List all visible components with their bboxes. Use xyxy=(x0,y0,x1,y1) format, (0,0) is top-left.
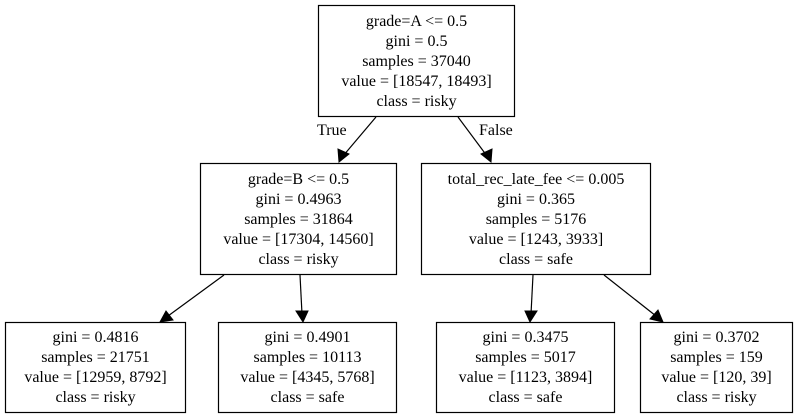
node-value: value = [1243, 3933] xyxy=(469,231,603,248)
edge-root-right: False xyxy=(457,116,513,163)
node-value: value = [120, 39] xyxy=(661,369,771,386)
edge-right-leaf-3 xyxy=(524,274,538,324)
tree-node-right: total_rec_late_fee <= 0.005 gini = 0.365… xyxy=(420,162,652,276)
node-samples: samples = 10113 xyxy=(254,349,362,366)
node-gini: gini = 0.4963 xyxy=(256,191,342,208)
tree-node-leaf-1: gini = 0.4816 samples = 21751 value = [1… xyxy=(4,321,187,414)
node-class: class = risky xyxy=(376,93,456,110)
node-samples: samples = 159 xyxy=(670,349,763,366)
node-split-rule: total_rec_late_fee <= 0.005 xyxy=(448,171,625,188)
node-samples: samples = 37040 xyxy=(362,53,471,70)
tree-node-leaf-2: gini = 0.4901 samples = 10113 value = [4… xyxy=(217,321,398,414)
tree-node-left: grade=B <= 0.5 gini = 0.4963 samples = 3… xyxy=(199,162,398,276)
edge-left-leaf-1 xyxy=(159,274,225,323)
node-value: value = [12959, 8792] xyxy=(24,369,166,386)
edge-left-leaf-2 xyxy=(295,274,309,324)
tree-node-root: grade=A <= 0.5 gini = 0.5 samples = 3704… xyxy=(317,4,516,118)
edge-right-leaf-4 xyxy=(603,274,664,323)
node-samples: samples = 5176 xyxy=(486,211,587,228)
node-class: class = risky xyxy=(676,389,756,406)
node-class: class = risky xyxy=(258,251,338,268)
node-gini: gini = 0.365 xyxy=(497,191,575,208)
node-value: value = [4345, 5768] xyxy=(240,369,374,386)
node-gini: gini = 0.3702 xyxy=(674,329,760,346)
node-split-rule: grade=A <= 0.5 xyxy=(366,13,467,30)
node-gini: gini = 0.5 xyxy=(386,33,448,50)
node-value: value = [18547, 18493] xyxy=(341,73,491,90)
tree-node-leaf-4: gini = 0.3702 samples = 159 value = [120… xyxy=(639,321,794,414)
node-samples: samples = 21751 xyxy=(41,349,150,366)
node-samples: samples = 5017 xyxy=(475,349,576,366)
node-value: value = [17304, 14560] xyxy=(223,231,373,248)
edge-label-false: False xyxy=(479,122,513,139)
node-gini: gini = 0.3475 xyxy=(483,329,569,346)
node-class: class = safe xyxy=(489,389,563,406)
node-gini: gini = 0.4816 xyxy=(53,329,139,346)
tree-node-leaf-3: gini = 0.3475 samples = 5017 value = [11… xyxy=(435,321,616,414)
edge-label-true: True xyxy=(317,122,347,139)
node-class: class = safe xyxy=(499,251,573,268)
node-class: class = safe xyxy=(271,389,345,406)
tree-edges: True False xyxy=(159,116,664,324)
node-class: class = risky xyxy=(55,389,135,406)
node-split-rule: grade=B <= 0.5 xyxy=(248,171,349,188)
node-gini: gini = 0.4901 xyxy=(265,329,351,346)
node-value: value = [1123, 3894] xyxy=(459,369,593,386)
edge-root-left: True xyxy=(317,116,377,163)
node-samples: samples = 31864 xyxy=(244,211,353,228)
